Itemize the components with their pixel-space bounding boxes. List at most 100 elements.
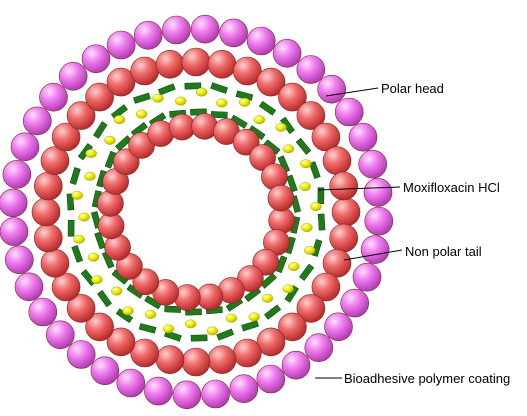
inner-polar-head	[197, 284, 223, 310]
moxifloxacin-molecule	[104, 136, 115, 144]
non-polar-tail	[68, 220, 74, 236]
moxifloxacin-molecule	[310, 202, 321, 210]
non-polar-tail	[72, 245, 83, 262]
bioadhesive-coating-sphere	[325, 313, 353, 341]
outer-polar-head	[208, 346, 236, 374]
non-polar-tail	[93, 122, 107, 139]
bioadhesive-coating-sphere	[11, 133, 39, 161]
moxifloxacin-molecule	[72, 191, 83, 199]
non-polar-tail	[217, 329, 234, 340]
moxifloxacin-molecule	[84, 172, 95, 180]
moxifloxacin-molecule	[163, 325, 174, 333]
non-polar-tail-label: Non polar tail	[405, 244, 482, 259]
outer-polar-head	[208, 50, 236, 78]
polar-head-label: Polar head	[381, 81, 444, 96]
bioadhesive-coating-sphere	[117, 369, 145, 397]
moxifloxacin-label: Moxifloxacin HCl	[403, 180, 500, 195]
bioadhesive-coating-sphere	[0, 218, 28, 246]
inner-polar-head	[268, 185, 294, 211]
bioadhesive-coating-sphere	[40, 83, 68, 111]
bioadhesive-coating-sphere	[273, 39, 301, 67]
bioadhesive-coating-sphere	[23, 107, 51, 135]
bioadhesive-coating-sphere	[202, 380, 230, 408]
bioadhesive-coating-sphere	[46, 321, 74, 349]
outer-polar-head-layer	[32, 48, 360, 376]
outer-polar-head	[330, 172, 358, 200]
moxifloxacin-molecule	[226, 314, 237, 322]
moxifloxacin-molecule	[288, 262, 299, 270]
bioadhesive-coating-sphere	[247, 27, 275, 55]
non-polar-tail	[242, 321, 259, 332]
moxifloxacin-molecule	[239, 98, 250, 106]
moxifloxacin-molecule	[254, 116, 265, 124]
moxifloxacin-molecule	[276, 123, 287, 131]
outer-polar-head	[156, 50, 184, 78]
bioadhesive-coating-sphere	[29, 298, 57, 326]
moxifloxacin-molecule	[300, 182, 311, 190]
moxifloxacin-molecule	[79, 213, 90, 221]
outer-polar-head	[156, 346, 184, 374]
bioadhesive-coating-sphere	[305, 334, 333, 362]
moxifloxacin-molecule	[88, 253, 99, 261]
bioadhesive-coating-sphere	[364, 178, 392, 206]
moxifloxacin-molecule	[111, 287, 122, 295]
bioadhesive-coating-sphere	[230, 375, 258, 403]
bioadhesive-coating-sphere	[0, 189, 27, 217]
moxifloxacin-molecule	[283, 145, 294, 153]
non-polar-tail	[97, 290, 111, 307]
bioadhesive-coating-sphere	[335, 98, 363, 126]
outer-polar-head	[34, 224, 62, 252]
non-polar-tail	[211, 83, 228, 94]
non-polar-tail	[158, 84, 175, 95]
outer-polar-head	[41, 249, 69, 277]
bioadhesive-coating-sphere	[59, 62, 87, 90]
bioadhesive-coating-sphere	[349, 123, 377, 151]
bioadhesive-coating-sphere	[359, 150, 387, 178]
outer-polar-head	[233, 339, 261, 367]
moxifloxacin-molecule	[283, 285, 294, 293]
bioadhesive-coating-sphere	[173, 381, 201, 409]
non-polar-tail	[185, 83, 201, 89]
moxifloxacin-molecule	[153, 94, 164, 102]
bioadhesive-coating-sphere	[341, 289, 369, 317]
bioadhesive-coating-sphere	[67, 341, 95, 369]
moxifloxacin-molecule	[207, 327, 218, 335]
bioadhesive-coating-sphere	[297, 56, 325, 84]
moxifloxacin-molecule	[91, 276, 102, 284]
non-polar-tail	[191, 335, 207, 341]
non-polar-tail	[264, 305, 280, 319]
moxifloxacin-molecule	[74, 235, 85, 243]
outer-polar-head	[323, 147, 351, 175]
bioadhesive-coating-sphere	[318, 75, 346, 103]
non-polar-tail	[299, 264, 313, 280]
outer-polar-head	[330, 224, 358, 252]
outer-polar-head	[32, 198, 60, 226]
outer-polar-head	[182, 48, 210, 76]
outer-polar-head	[182, 348, 210, 376]
moxifloxacin-molecule	[185, 320, 196, 328]
bioadhesive-coating-sphere	[134, 21, 162, 49]
bioadhesive-coating-sphere	[5, 246, 33, 274]
moxifloxacin-molecule	[249, 313, 260, 321]
bioadhesive-coating-sphere	[107, 31, 135, 59]
bioadhesive-coating-sphere	[15, 273, 43, 301]
bioadhesive-coating-sphere	[91, 357, 119, 385]
moxifloxacin-molecule	[175, 97, 186, 105]
coating-label: Bioadhesive polymer coating	[344, 371, 510, 386]
moxifloxacin-molecule	[145, 310, 156, 318]
non-polar-tail	[318, 214, 325, 230]
non-polar-tail	[139, 323, 156, 333]
bioadhesive-coating-sphere	[191, 15, 219, 43]
inner-polar-head	[169, 114, 195, 140]
outer-polar-head	[332, 198, 360, 226]
moxifloxacin-molecule	[304, 246, 315, 254]
bioadhesive-coating-sphere	[3, 160, 31, 188]
moxifloxacin-molecule	[136, 110, 147, 118]
bioadhesive-coating-sphere	[162, 16, 190, 44]
inner-polar-head	[98, 213, 124, 239]
bioadhesive-coating-sphere	[361, 236, 389, 264]
moxifloxacin-molecule	[262, 294, 273, 302]
outer-polar-head	[131, 57, 159, 85]
non-polar-tail	[296, 138, 311, 154]
